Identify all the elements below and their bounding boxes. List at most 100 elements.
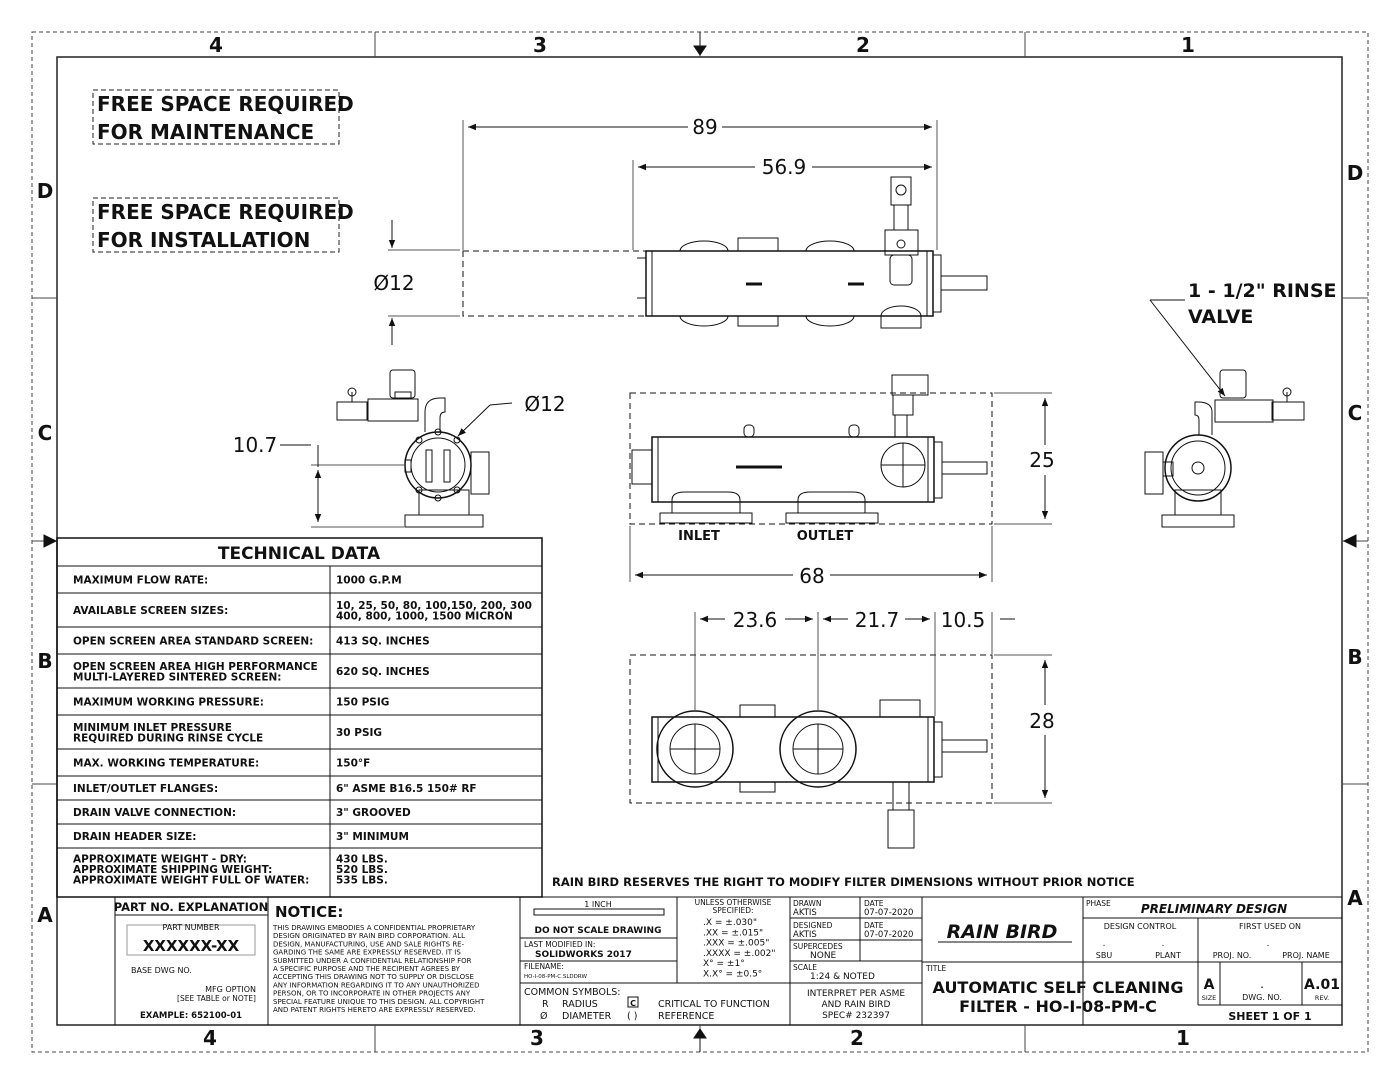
phase-value: PRELIMINARY DESIGN <box>1141 902 1287 916</box>
svg-text:COMMON SYMBOLS:: COMMON SYMBOLS: <box>524 987 621 998</box>
title-block <box>57 896 1342 1025</box>
row-right-a: A <box>1347 886 1363 910</box>
tolerances: UNLESS OTHERWISE SPECIFIED: .X = ±.030".… <box>695 898 776 980</box>
svg-text:SOLIDWORKS 2017: SOLIDWORKS 2017 <box>535 950 632 960</box>
drawing-title: TITLE AUTOMATIC SELF CLEANING FILTER - H… <box>925 964 1183 1016</box>
svg-text:FOR MAINTENANCE: FOR MAINTENANCE <box>97 120 314 144</box>
svg-text:DATE: DATE <box>864 921 884 930</box>
zone-top-4: 4 <box>209 33 223 57</box>
svg-text:DRAWN: DRAWN <box>793 899 821 908</box>
tech-value: 400, 800, 1000, 1500 MICRON <box>336 610 513 622</box>
tech-label: INLET/OUTLET FLANGES: <box>73 783 218 795</box>
svg-text:DESIGN CONTROL: DESIGN CONTROL <box>1104 922 1177 931</box>
notice-line: THIS DRAWING EMBODIES A CONFIDENTIAL PRO… <box>272 924 476 932</box>
row-left-d: D <box>37 179 54 203</box>
tech-label: APPROXIMATE WEIGHT - DRY: <box>73 854 247 866</box>
row-right-b: B <box>1347 645 1362 669</box>
tech-label: MULTI-LAYERED SINTERED SCREEN: <box>73 671 281 683</box>
rinse-valve-leader <box>1149 299 1226 397</box>
svg-text:PROJ. NAME: PROJ. NAME <box>1282 951 1330 960</box>
svg-text:PART NO. EXPLANATION: PART NO. EXPLANATION <box>114 900 269 914</box>
tech-label: MAX. WORKING TEMPERATURE: <box>73 758 259 770</box>
tech-value: 535 LBS. <box>336 875 388 887</box>
svg-text:1:24 & NOTED: 1:24 & NOTED <box>810 972 875 982</box>
dim-plan-height: 28 <box>1029 709 1054 733</box>
svg-text:FREE SPACE REQUIRED: FREE SPACE REQUIRED <box>97 92 354 116</box>
row-left-c: C <box>38 421 53 445</box>
svg-text:.: . <box>1267 939 1270 949</box>
notice-line: GARDING THE SAME ARE EXPRESSLY RESERVED.… <box>273 949 461 957</box>
svg-text:PLANT: PLANT <box>1155 951 1181 960</box>
tech-value: 3" GROOVED <box>336 807 411 819</box>
label-outlet: OUTLET <box>797 529 854 544</box>
tolerance-line: .X = ±.030" <box>703 918 757 928</box>
tolerance-line: .XX = ±.015" <box>703 928 763 938</box>
zone-top-3: 3 <box>533 33 547 57</box>
phase-section: PHASE PRELIMINARY DESIGN DESIGN CONTROL … <box>1086 899 1330 960</box>
tech-label: DRAIN HEADER SIZE: <box>73 831 196 843</box>
svg-text:DO NOT SCALE DRAWING: DO NOT SCALE DRAWING <box>535 926 662 936</box>
svg-text:07-07-2020: 07-07-2020 <box>864 930 913 940</box>
svg-text:C: C <box>630 999 636 1008</box>
side-view-right <box>1144 369 1305 528</box>
dim-top-diameter: Ø12 <box>373 271 414 295</box>
tolerance-line: X° = ±1° <box>703 959 745 969</box>
notice-line: ACCEPTING THIS DRAWING NOT TO SUPPLY OR … <box>273 973 474 981</box>
dim-plan-c: 10.5 <box>941 608 986 632</box>
notice-line: SUBMITTED UNDER A CONFIDENTIAL RELATIONS… <box>273 957 472 965</box>
side-view-left <box>336 369 490 528</box>
svg-text:SPEC# 232397: SPEC# 232397 <box>822 1011 890 1021</box>
tech-title: TECHNICAL DATA <box>218 544 381 564</box>
svg-text:HO-I-08-PM-C.SLDDRW: HO-I-08-PM-C.SLDDRW <box>524 974 587 980</box>
zone-top-1: 1 <box>1181 33 1195 57</box>
svg-text:UNLESS OTHERWISE: UNLESS OTHERWISE <box>695 898 772 907</box>
dim-side-diameter: Ø12 <box>524 392 565 416</box>
drawing-info: 1 INCH DO NOT SCALE DRAWING LAST MODIFIE… <box>524 900 770 1022</box>
tech-value: 413 SQ. INCHES <box>336 636 430 648</box>
svg-text:R: R <box>542 999 549 1010</box>
svg-text:REFERENCE: REFERENCE <box>658 1011 714 1022</box>
notice-line: DESIGN, MANUFACTURING, USE AND SALE RIGH… <box>273 940 465 948</box>
tech-value: 10, 25, 50, 80, 100,150, 200, 300 <box>336 600 532 612</box>
tech-label: OPEN SCREEN AREA HIGH PERFORMANCE <box>73 661 318 673</box>
svg-text:SIZE: SIZE <box>1202 994 1217 1002</box>
svg-text:XXXXXX-XX: XXXXXX-XX <box>143 937 240 955</box>
part-no-explanation: PART NO. EXPLANATION PART NUMBER XXXXXX-… <box>114 900 269 1021</box>
tech-label: APPROXIMATE WEIGHT FULL OF WATER: <box>73 875 309 887</box>
svg-text:SBU: SBU <box>1096 951 1113 960</box>
svg-text:DIAMETER: DIAMETER <box>562 1011 612 1022</box>
rinse-valve-note-line1: 1 - 1/2" RINSE <box>1188 280 1337 302</box>
notice-line: PERSON, OR TO INCORPORATE IN OTHER PROJE… <box>273 990 471 998</box>
svg-text:EXAMPLE: 652100-01: EXAMPLE: 652100-01 <box>140 1011 242 1021</box>
top-view <box>462 176 988 329</box>
tech-label: AVAILABLE SCREEN SIZES: <box>73 605 228 617</box>
notice-line: DESIGN ORIGINATED BY RAIN BIRD CORPORATI… <box>273 932 465 940</box>
notice-line: AND PATENT RIGHTS HERETO ARE EXPRESSLY R… <box>273 1006 475 1014</box>
svg-text:SPECIFIED:: SPECIFIED: <box>712 906 753 915</box>
dim-top-overall: 89 <box>692 115 717 139</box>
svg-text:TITLE: TITLE <box>925 964 947 973</box>
svg-text:PROJ. NO.: PROJ. NO. <box>1213 951 1252 960</box>
svg-text:.: . <box>1103 939 1106 949</box>
notice-line: ANY INFORMATION REGARDING IT TO ANY UNAU… <box>273 981 480 989</box>
title-line-2: FILTER - HO-I-08-PM-C <box>959 997 1157 1016</box>
tech-value: 1000 G.P.M <box>336 575 402 587</box>
svg-text:AKTIS: AKTIS <box>793 930 817 940</box>
tolerance-line: .XXXX = ±.002" <box>703 949 776 959</box>
size-dwg-rev: A SIZE . DWG. NO. A.01 REV. SHEET 1 OF 1 <box>1202 977 1340 1023</box>
side-view-left-dimensions <box>280 402 513 528</box>
tech-value: 150°F <box>336 758 370 770</box>
border-center-arrows <box>43 32 1357 1052</box>
tech-value: 620 SQ. INCHES <box>336 666 430 678</box>
technical-data-table: TECHNICAL DATA MAXIMUM FLOW RATE:1000 G.… <box>56 537 543 898</box>
dim-front-height: 25 <box>1029 448 1054 472</box>
zone-labels: 4 3 2 1 4 3 2 1 D C B A D C B A <box>37 33 1364 1050</box>
svg-text:DATE: DATE <box>864 899 884 908</box>
tech-label: APPROXIMATE SHIPPING WEIGHT: <box>73 864 272 876</box>
svg-text:DWG. NO.: DWG. NO. <box>1242 993 1282 1002</box>
tech-label: REQUIRED DURING RINSE CYCLE <box>73 732 263 744</box>
tolerance-line: X.X° = ±0.5° <box>703 970 762 980</box>
row-left-b: B <box>37 649 52 673</box>
svg-text:MFG OPTION: MFG OPTION <box>205 985 256 994</box>
